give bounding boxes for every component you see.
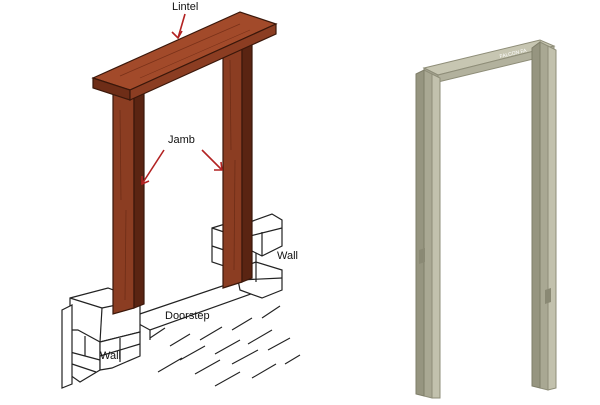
left-jamb [112,85,145,315]
lintel-label: Lintel [172,1,199,13]
floor-hatching [149,305,301,387]
jamb-arrow-left [141,149,165,185]
left-brick-wall [61,287,141,389]
steel-door-frame-image: FALCON FA [415,39,557,399]
right-jamb [222,39,253,289]
lintel-beam [91,11,278,101]
jamb-label: Jamb [168,134,195,146]
wall-label-left: Wall [100,350,121,362]
doorstep-label: Doorstep [165,310,210,322]
lintel-arrowhead [171,30,183,40]
jamb-arrowhead-left [141,176,150,186]
jamb-arrow-right [201,149,223,171]
lintel-arrow [177,13,186,39]
wall-label-right: Wall [277,250,298,262]
wooden-door-frame-illustration [61,11,301,389]
label-arrows [141,13,223,186]
jamb-arrowhead-right [214,161,223,171]
